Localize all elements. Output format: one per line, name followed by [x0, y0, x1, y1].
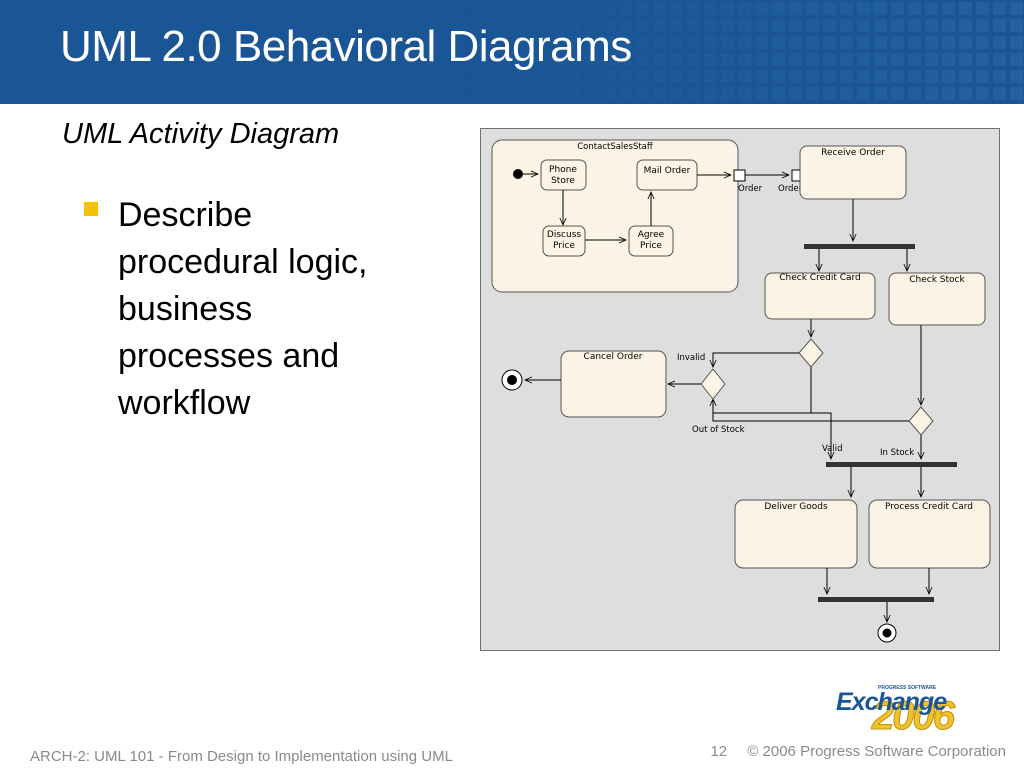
action-label: Discuss	[547, 230, 581, 240]
action-label: Phone	[549, 165, 577, 175]
join-bar	[826, 462, 957, 467]
action-label: Process Credit Card	[885, 502, 973, 512]
bullet-line: workflow	[118, 384, 251, 422]
output-pin	[733, 169, 746, 182]
slide-subtitle: UML Activity Diagram	[62, 118, 340, 150]
guard-label: Invalid	[677, 353, 705, 363]
action-label: Store	[551, 176, 575, 186]
join-bar	[818, 597, 934, 602]
action-deliver-goods: Deliver Goods	[734, 499, 858, 569]
bullet-line: Describe	[118, 196, 253, 234]
footer-right: 12 © 2006 Progress Software Corporation	[710, 743, 1006, 760]
guard-label: In Stock	[880, 448, 914, 458]
final-node	[501, 369, 523, 391]
page-number: 12	[710, 743, 728, 760]
bullet-line: processes and	[118, 337, 340, 375]
bullet-line: business	[118, 290, 253, 328]
action-agree-price: Agree Price	[628, 225, 674, 257]
bullet-line: procedural logic,	[118, 243, 368, 281]
action-label: Check Credit Card	[779, 273, 861, 283]
decision-node	[798, 338, 824, 368]
flow-edge	[713, 367, 812, 414]
bullet-item: Describe procedural logic, business proc…	[84, 192, 444, 427]
action-mail-order: Mail Order	[636, 159, 698, 191]
action-phone-store: Phone Store	[540, 159, 587, 191]
action-label: Deliver Goods	[764, 502, 828, 512]
logo-small-text: PROGRESS SOFTWARE	[878, 685, 937, 691]
action-label: Agree	[638, 230, 665, 240]
guard-label: Out of Stock	[692, 425, 745, 435]
guard-label: Valid	[822, 444, 842, 454]
flow-edge	[713, 352, 799, 367]
action-discuss-price: Discuss Price	[542, 225, 586, 257]
action-cancel-order: Cancel Order	[560, 350, 667, 418]
logo-word: Exchange	[836, 688, 947, 716]
logo-year: 2006	[872, 694, 956, 739]
pin-label: Order	[738, 184, 763, 194]
bullet-square-icon	[84, 202, 98, 216]
action-check-stock: Check Stock	[888, 272, 986, 326]
decision-node	[908, 406, 934, 436]
flow-edge	[811, 412, 831, 459]
final-node	[877, 623, 897, 643]
partition-contact-sales-staff: ContactSalesStaff	[491, 139, 739, 293]
action-receive-order: Receive Order	[799, 145, 907, 200]
action-label: Price	[553, 241, 575, 251]
action-process-credit-card: Process Credit Card	[868, 499, 991, 569]
decision-node	[700, 368, 726, 400]
slide-header: UML 2.0 Behavioral Diagrams	[0, 0, 1024, 104]
copyright-text: © 2006 Progress Software Corporation	[747, 743, 1006, 760]
partition-label: ContactSalesStaff	[577, 142, 654, 152]
fork-bar	[804, 244, 915, 249]
footer-presentation-title: ARCH-2: UML 101 - From Design to Impleme…	[30, 748, 453, 765]
action-label: Price	[640, 241, 662, 251]
pin-label: Order	[778, 184, 803, 194]
slide-title: UML 2.0 Behavioral Diagrams	[60, 22, 632, 71]
flow-edge	[712, 401, 909, 422]
activity-diagram: ContactSalesStaff Phone Store Mail Order…	[480, 128, 1000, 651]
initial-node	[513, 169, 523, 179]
action-label: Cancel Order	[584, 352, 643, 362]
header-grid-pattern	[464, 0, 1024, 104]
action-label: Receive Order	[821, 148, 885, 158]
action-label: Check Stock	[909, 275, 965, 285]
action-label: Mail Order	[644, 166, 691, 176]
action-check-credit-card: Check Credit Card	[764, 272, 876, 320]
activity-diagram-canvas: ContactSalesStaff Phone Store Mail Order…	[491, 139, 991, 643]
bullet-list: Describe procedural logic, business proc…	[84, 192, 444, 427]
